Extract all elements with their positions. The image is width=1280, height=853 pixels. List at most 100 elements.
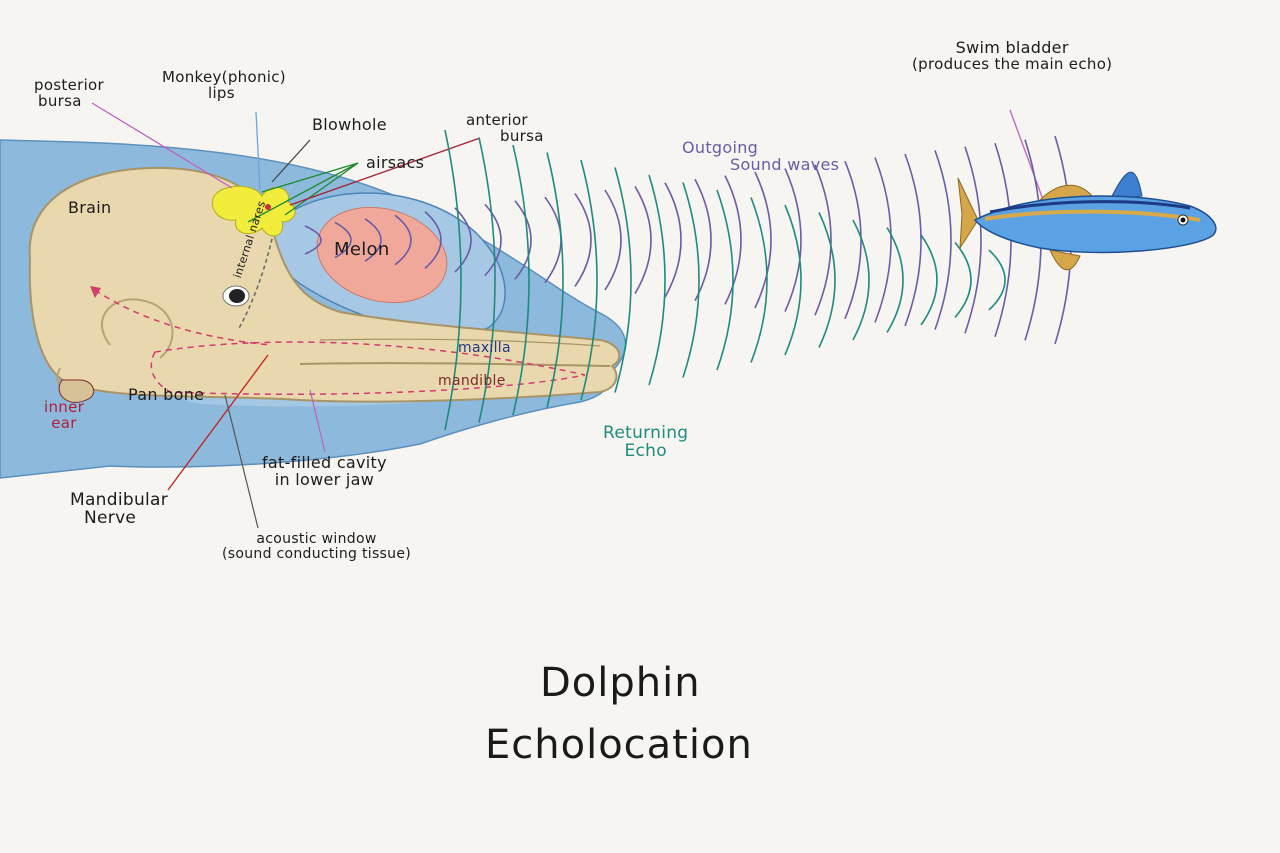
phonic-lips-dot — [265, 204, 271, 210]
outgoing-wave-arc-18 — [814, 164, 832, 316]
outgoing-wave-arc-21 — [904, 153, 922, 327]
label-outgoing-waves-line1: Outgoing — [682, 138, 759, 157]
label-inner-ear-line1: inner — [44, 398, 85, 416]
leader-airsacs-2 — [284, 162, 359, 216]
fat-cavity-outline — [150, 341, 586, 396]
airsacs-shape — [212, 185, 296, 237]
outgoing-wave-arc-10 — [574, 193, 592, 287]
returning-wave-arc-8 — [682, 182, 700, 378]
returning-wave-arc-12 — [818, 212, 836, 348]
leader-blowhole — [271, 139, 311, 183]
returning-wave-arc-17 — [988, 249, 1006, 311]
label-melon: Melon — [334, 239, 390, 260]
fish-dorsal-fin-2 — [1109, 171, 1143, 201]
returning-wave-arc-7 — [648, 174, 666, 386]
outgoing-wave-arc-13 — [664, 182, 682, 298]
label-mandibular-nerve-line2: Nerve — [84, 507, 137, 528]
label-swim-bladder-line2: (produces the main echo) — [912, 54, 1113, 73]
label-acoustic-window-line2: (sound conducting tissue) — [222, 545, 412, 562]
label-monkey-lips-line1: Monkey(phonic) — [162, 68, 286, 86]
label-swim-bladder-line1: Swim bladder — [955, 38, 1069, 57]
outgoing-wave-arc-23 — [964, 146, 982, 334]
outgoing-wave-arc-16 — [754, 171, 772, 309]
returning-wave-arc-3 — [512, 144, 530, 416]
title-line2: Echolocation — [485, 722, 753, 768]
label-fat-cavity: fat-filled cavity in lower jaw — [262, 453, 387, 489]
outgoing-wave-arc-20 — [874, 157, 892, 323]
inner-ear-shape — [58, 379, 95, 403]
outgoing-wave-arc-17 — [784, 168, 802, 312]
outgoing-wave-arc-19 — [844, 160, 862, 320]
returning-wave-arc-13 — [852, 219, 870, 341]
fish-body — [973, 195, 1217, 254]
title-line1: Dolphin — [540, 660, 701, 706]
leader-airsacs-3 — [247, 162, 359, 223]
leader-swim-bladder — [1009, 109, 1046, 206]
label-returning-echo: Returning Echo — [603, 423, 689, 461]
returning-wave-arc-4 — [546, 152, 564, 408]
label-mandible: mandible — [438, 373, 506, 389]
label-anterior-bursa-line2: bursa — [500, 126, 544, 145]
leader-airsacs-1 — [261, 162, 359, 193]
fish-pupil — [1180, 217, 1186, 223]
outgoing-wave-arc-11 — [604, 189, 622, 291]
label-fat-cavity-line2: in lower jaw — [274, 469, 375, 489]
outgoing-wave-arc-1 — [304, 225, 322, 255]
returning-wave-arc-9 — [716, 189, 734, 371]
returning-wave-arc-10 — [750, 197, 768, 363]
label-anterior-bursa: anterior bursa — [466, 111, 544, 145]
returning-wave-arc-5 — [580, 159, 598, 401]
label-posterior-bursa: posterior bursa — [34, 76, 105, 110]
leader-mandibular-nerve — [167, 354, 269, 491]
fish-tail — [957, 177, 979, 250]
outgoing-wave-arc-14 — [694, 178, 712, 302]
outgoing-wave-arc-4 — [394, 214, 412, 266]
label-posterior-bursa-line1: posterior — [34, 76, 105, 94]
label-anterior-bursa-line1: anterior — [466, 111, 528, 129]
label-returning-echo-line1: Returning — [603, 423, 689, 443]
returning-wave-arc-16 — [954, 241, 972, 319]
outgoing-wave-arc-3 — [364, 218, 382, 262]
skull-detail — [100, 298, 174, 359]
outgoing-wave-arc-8 — [514, 200, 532, 280]
returning-wave-arc-6 — [614, 167, 632, 393]
leader-monkey-lips — [255, 111, 261, 191]
label-pan-bone: Pan bone — [128, 385, 205, 404]
label-inner-ear: inner ear — [44, 398, 85, 432]
skull — [28, 166, 621, 403]
returning-wave-arc-14 — [886, 227, 904, 333]
eye-pupil — [229, 289, 245, 303]
leader-fat-cavity — [309, 389, 326, 453]
jaw-line — [299, 362, 611, 367]
returning-wave-arc-2 — [478, 137, 496, 423]
arrow-head — [90, 286, 101, 298]
label-fat-cavity-line1: fat-filled cavity — [262, 453, 387, 472]
fish-stripe-2 — [989, 200, 1191, 214]
leader-acoustic-window — [224, 394, 259, 529]
returning-wave-arc-15 — [920, 234, 938, 326]
label-brain: Brain — [68, 198, 112, 217]
label-inner-ear-line2: ear — [51, 413, 77, 432]
label-airsacs: airsacs — [366, 153, 425, 172]
label-outgoing-waves: Outgoing Sound waves — [682, 138, 839, 174]
maxilla-line — [319, 338, 601, 347]
label-acoustic-window-line1: acoustic window — [256, 531, 377, 547]
outgoing-wave-arc-12 — [634, 185, 652, 295]
label-swim-bladder: Swim bladder (produces the main echo) — [912, 38, 1113, 73]
label-acoustic-window: acoustic window (sound conducting tissue… — [222, 532, 411, 561]
label-mandibular-nerve-line1: Mandibular — [70, 490, 169, 510]
outgoing-wave-arc-15 — [724, 175, 742, 305]
melon-shape — [316, 206, 448, 304]
label-returning-echo-line2: Echo — [624, 440, 667, 461]
label-monkey-lips-line2: lips — [208, 83, 235, 102]
returning-wave-arc-1 — [444, 129, 462, 431]
leader-posterior-bursa — [91, 102, 233, 189]
label-posterior-bursa-line2: bursa — [38, 91, 82, 110]
label-mandibular-nerve: Mandibular Nerve — [70, 490, 169, 528]
returning-waves — [444, 129, 1006, 431]
outgoing-wave-arc-2 — [334, 221, 352, 259]
fish-belly-fin — [1049, 249, 1081, 271]
label-blowhole: Blowhole — [312, 115, 387, 134]
